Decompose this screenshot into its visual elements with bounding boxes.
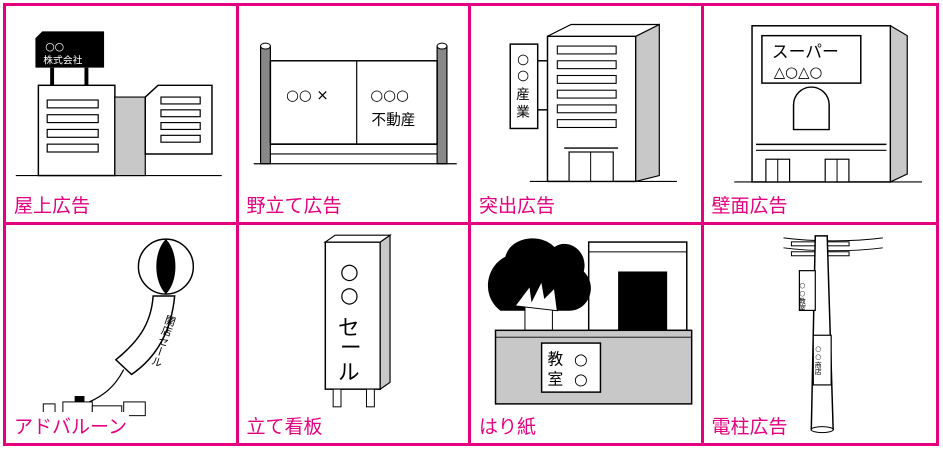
billboard-right-bottom-text: 不動産	[371, 112, 415, 129]
pole-lower-sign	[812, 334, 832, 386]
wall-sign-line1: スーパー	[771, 41, 838, 61]
posted-bill-left1: 教	[548, 349, 564, 368]
cell-projecting-sign: ○ ○ 産 業 突出広告	[471, 6, 704, 225]
wall-sign-line2: △○△○	[773, 64, 822, 81]
projecting-sign-line1: ○	[517, 52, 529, 68]
posted-bill-left2: 室	[548, 369, 564, 388]
posted-bill-right1: ○	[574, 349, 588, 368]
projecting-sign-line2: ○	[517, 67, 529, 83]
pole-lower-sign-text: ○○商店	[814, 345, 822, 376]
pole-upper-sign	[798, 269, 816, 311]
standing-sign-line-dash: ー	[340, 335, 362, 360]
wall-sign-illustration: スーパー △○△○	[733, 24, 922, 183]
projecting-sign-line4: 業	[516, 105, 530, 121]
caption-roadside-billboard: 野立て広告	[246, 190, 344, 218]
caption-advertising-balloon: アドバルーン	[14, 412, 130, 439]
projecting-sign-line3: 産	[516, 87, 530, 103]
standing-sign-line-ru: ル	[338, 360, 360, 385]
rooftop-sign-line2: 株式会社	[43, 54, 82, 67]
tree	[487, 237, 591, 311]
caption-wall-sign: 壁面広告	[711, 190, 790, 218]
standing-sign-top-1: ○	[340, 259, 359, 284]
ad-balloon-illustration: 開店セール	[42, 237, 195, 416]
standing-sign-top-2: ○	[340, 282, 359, 307]
cell-posted-bill: 教 室 ○ ○ はり紙	[471, 224, 704, 443]
rooftop-sign-line1: ○○	[45, 40, 64, 53]
billboard-left-text: ○○ ×	[286, 87, 329, 104]
wall-signboard	[760, 34, 862, 84]
cell-advertising-balloon: 開店セール アドバルーン	[6, 224, 239, 443]
cell-wall-sign: スーパー △○△○ 壁面広告	[703, 6, 936, 225]
standing-signboard-illustration: ○ ○ セ ー ル	[322, 233, 392, 407]
rooftop-signboard	[35, 31, 105, 68]
pole-upper-sign-text: ○○教室	[798, 281, 806, 311]
cell-roadside-billboard: ○○ × ○○○ 不動産 野立て広告	[238, 6, 471, 225]
projecting-sign-illustration: ○ ○ 産 業	[509, 23, 677, 183]
billboard-right-top-text: ○○○	[370, 87, 409, 104]
caption-utility-pole-sign: 電柱広告	[711, 412, 790, 439]
caption-rooftop-sign: 屋上広告	[14, 190, 93, 218]
utility-pole	[810, 234, 834, 430]
caption-standing-signboard: 立て看板	[246, 412, 325, 439]
utility-pole-sign-illustration: ○○教室 ○○商店	[782, 234, 883, 433]
cell-standing-signboard: ○ ○ セ ー ル 立て看板	[239, 224, 471, 443]
posted-bill-right2: ○	[574, 369, 588, 388]
caption-posted-bill: はり紙	[479, 412, 539, 439]
posted-bill-paper	[540, 341, 602, 393]
posted-bill-illustration: 教 室 ○ ○	[487, 237, 693, 405]
projecting-signboard	[509, 43, 539, 130]
sign-types-grid: ○○ 株式会社 屋上広告 ○○ × ○○○ 不動産 野立て広告	[3, 3, 939, 446]
standing-sign-line-se: セ	[338, 316, 360, 341]
cell-utility-pole-sign: ○○教室 ○○商店 電柱広告	[704, 225, 937, 444]
roadside-billboard-illustration: ○○ × ○○○ 不動産	[253, 42, 457, 165]
caption-projecting-sign: 突出広告	[479, 190, 558, 218]
rooftop-sign-illustration: ○○ 株式会社	[15, 31, 222, 177]
balloon-banner	[114, 294, 176, 375]
cell-rooftop-sign: ○○ 株式会社 屋上広告	[6, 6, 239, 225]
